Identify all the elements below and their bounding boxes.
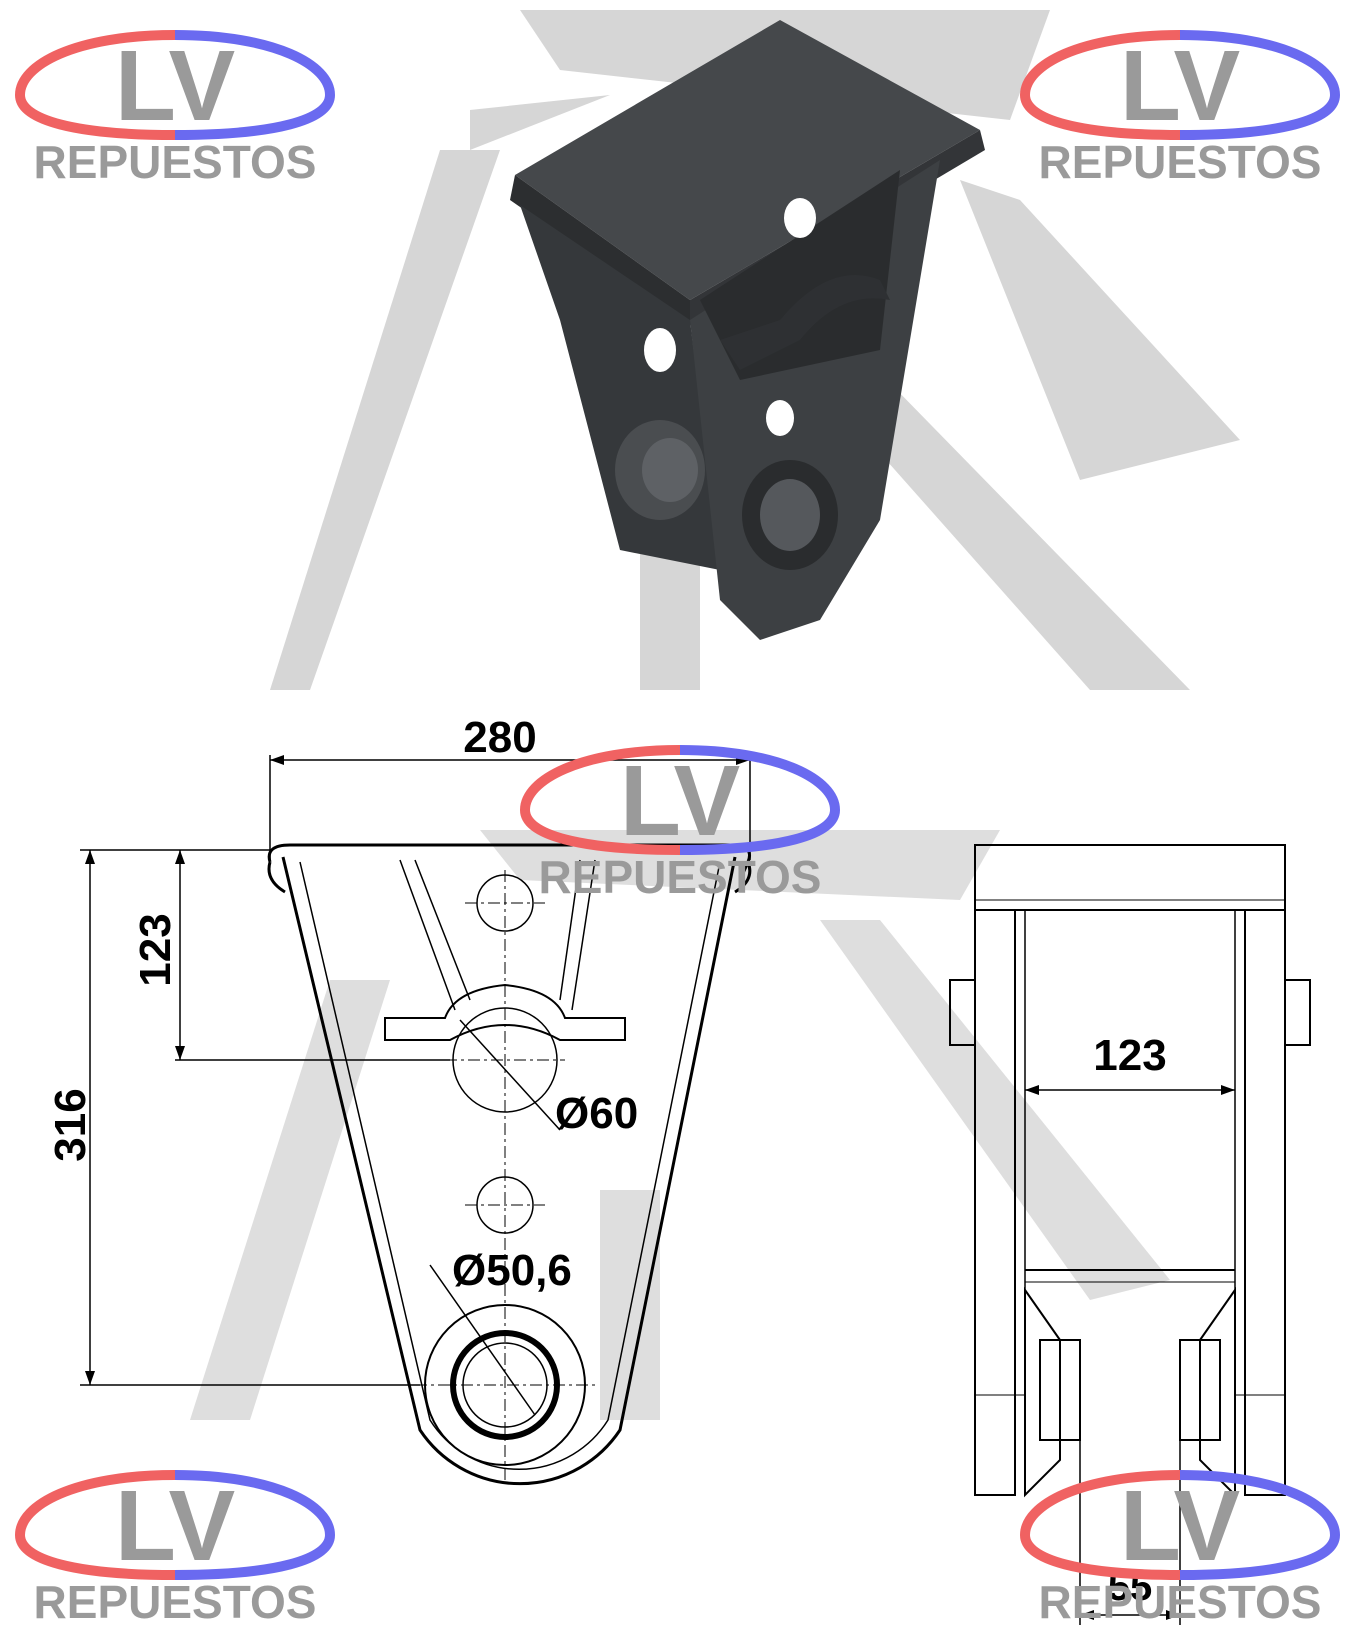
bracket-3d-image [510, 20, 985, 640]
side-view [949, 844, 1311, 1498]
dim-hole-50-6-label: Ø50,6 [452, 1246, 572, 1295]
logo-word: REPUESTOS [1039, 1576, 1322, 1628]
logo-word: REPUESTOS [1039, 136, 1322, 188]
lv-logo-bottom-right: LV REPUESTOS [1019, 1460, 1341, 1630]
logo-initials: LV [115, 30, 236, 142]
logo-initials: LV [1120, 1470, 1241, 1582]
dim-280-label: 280 [463, 713, 536, 762]
logo-initials: LV [115, 1470, 236, 1582]
dim-316-label: 316 [46, 1088, 95, 1161]
logo-word: REPUESTOS [34, 1576, 317, 1628]
lv-logo-top-left: LV REPUESTOS [14, 20, 336, 190]
dim-123-upper-label: 123 [131, 913, 180, 986]
lv-logo-center: LV REPUESTOS [519, 735, 841, 905]
logo-initials: LV [620, 745, 741, 857]
logo-initials: LV [1120, 30, 1241, 142]
dim-123-side-label: 123 [1093, 1031, 1166, 1080]
front-view [267, 843, 752, 1486]
logo-word: REPUESTOS [34, 136, 317, 188]
logo-word: REPUESTOS [539, 851, 822, 903]
lv-logo-top-right: LV REPUESTOS [1019, 20, 1341, 190]
lv-logo-bottom-left: LV REPUESTOS [14, 1460, 336, 1630]
dim-hole-60-label: Ø60 [555, 1089, 638, 1138]
